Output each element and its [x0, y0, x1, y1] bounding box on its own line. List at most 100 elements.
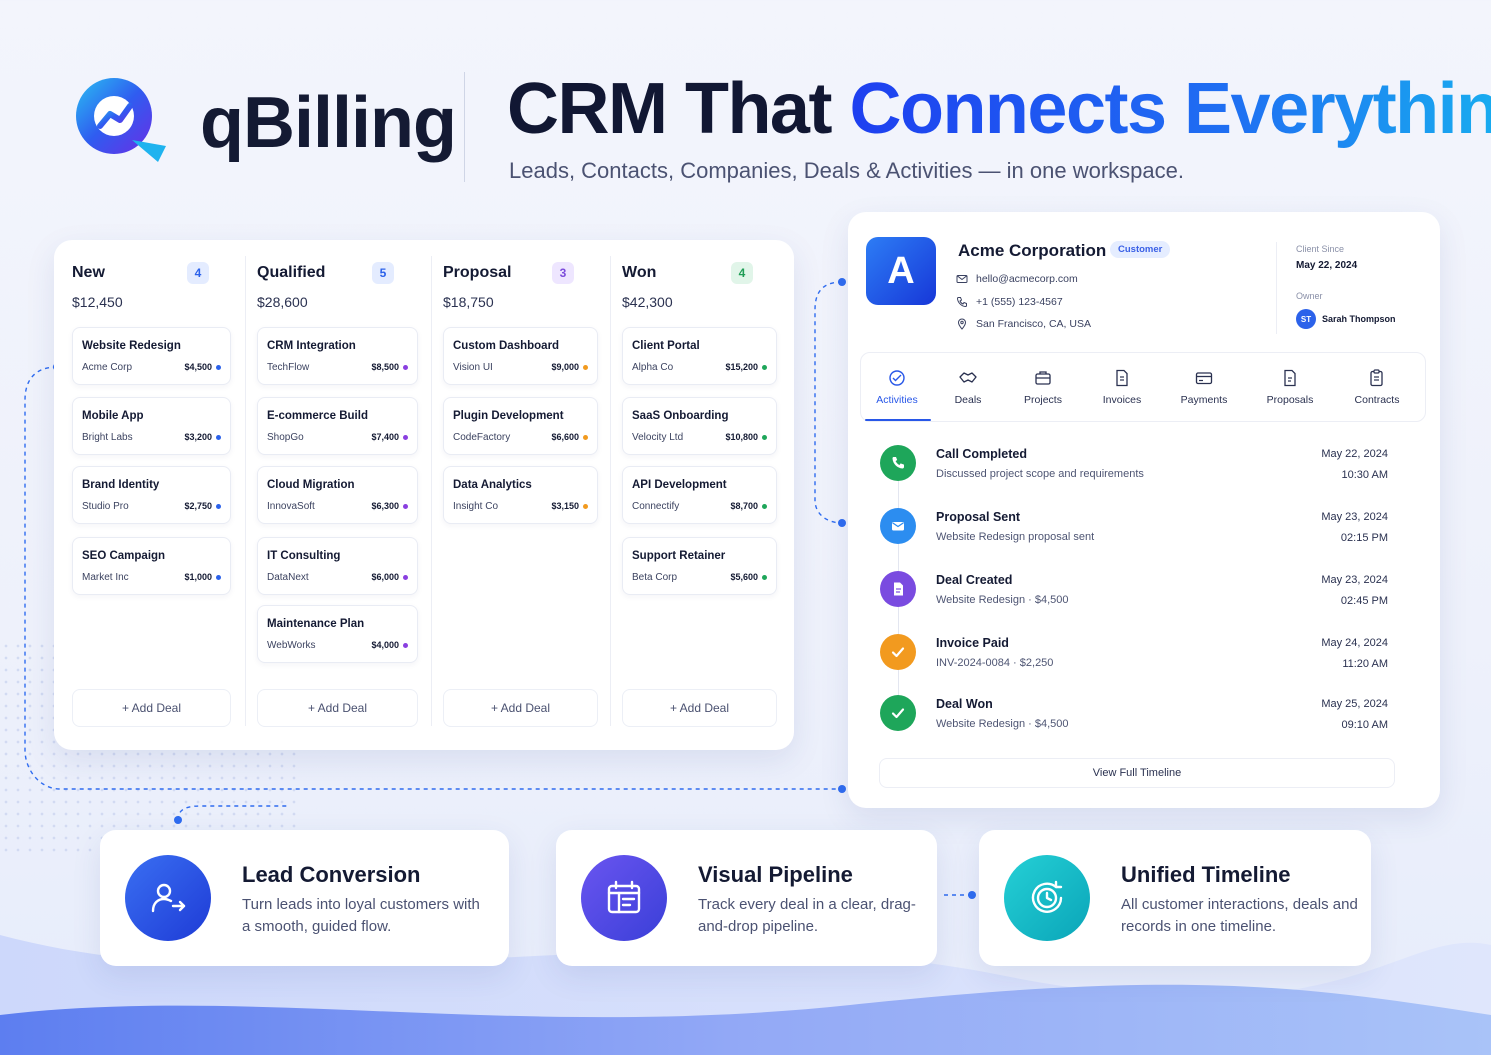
deal-amount: $15,200 — [725, 362, 758, 372]
deal-card[interactable]: E-commerce Build ShopGo $7,400 — [257, 397, 418, 455]
deal-company: Vision UI — [453, 362, 493, 373]
deal-card[interactable]: API Development Connectify $8,700 — [622, 466, 777, 524]
deal-card[interactable]: Custom Dashboard Vision UI $9,000 — [443, 327, 598, 385]
tab-activities[interactable]: Activities — [859, 353, 935, 421]
page-subline: Leads, Contacts, Companies, Deals & Acti… — [509, 158, 1184, 183]
activity-time: 09:10 AM — [1341, 719, 1388, 731]
check-icon — [880, 695, 916, 731]
deal-amount: $10,800 — [725, 432, 758, 442]
phone-text: +1 (555) 123-4567 — [976, 296, 1063, 308]
customer-status-badge: Customer — [1110, 241, 1171, 258]
deal-amount: $6,000 — [371, 572, 399, 582]
tab-contracts[interactable]: Contracts — [1339, 353, 1415, 421]
phone-icon — [956, 297, 967, 308]
deal-amount: $6,300 — [371, 501, 399, 511]
column-separator — [431, 256, 432, 726]
contract-icon — [1370, 369, 1383, 387]
avatar: ST — [1296, 309, 1316, 329]
pipeline-column-won: Won $42,300 4 Client Portal Alpha Co $15… — [622, 256, 777, 736]
deal-status-dot — [583, 504, 588, 509]
deal-amount: $8,500 — [371, 362, 399, 372]
add-deal-button[interactable]: + Add Deal — [257, 689, 418, 727]
column-separator — [610, 256, 611, 726]
deal-card[interactable]: Website Redesign Acme Corp $4,500 — [72, 327, 231, 385]
mail-icon — [880, 508, 916, 544]
activity-date: May 23, 2024 — [1321, 511, 1388, 523]
activity-item[interactable]: Call Completed Discussed project scope a… — [880, 445, 1400, 495]
deal-status-dot — [583, 365, 588, 370]
activity-date: May 25, 2024 — [1321, 698, 1388, 710]
deal-card[interactable]: Support Retainer Beta Corp $5,600 — [622, 537, 777, 595]
handshake-icon — [959, 372, 977, 383]
deal-title: Cloud Migration — [267, 479, 355, 491]
deal-title: Support Retainer — [632, 550, 726, 562]
deal-card[interactable]: IT Consulting DataNext $6,000 — [257, 537, 418, 595]
deal-title: Brand Identity — [82, 479, 160, 491]
tab-label: Proposals — [1266, 394, 1314, 406]
activity-desc: INV-2024-0084 · $2,250 — [936, 657, 1054, 669]
tab-payments[interactable]: Payments — [1166, 353, 1242, 421]
tab-deals[interactable]: Deals — [930, 353, 1006, 421]
activity-time: 10:30 AM — [1341, 469, 1388, 481]
pipeline-column-proposal: Proposal $18,750 3 Custom Dashboard Visi… — [443, 256, 598, 736]
add-deal-button[interactable]: + Add Deal — [622, 689, 777, 727]
deal-card[interactable]: SEO Campaign Market Inc $1,000 — [72, 537, 231, 595]
feature-desc: Track every deal in a clear, drag-and-dr… — [698, 896, 916, 935]
deal-title: SaaS Onboarding — [632, 410, 729, 422]
activity-item[interactable]: Deal Created Website Redesign · $4,500 M… — [880, 571, 1400, 621]
activity-time: 11:20 AM — [1342, 658, 1388, 670]
deal-card[interactable]: Data Analytics Insight Co $3,150 — [443, 466, 598, 524]
column-count-badge: 3 — [552, 262, 574, 284]
invoice-icon — [1116, 369, 1128, 387]
tab-invoices[interactable]: Invoices — [1084, 353, 1160, 421]
activity-item[interactable]: Proposal Sent Website Redesign proposal … — [880, 508, 1400, 558]
view-full-timeline-button[interactable]: View Full Timeline — [879, 758, 1395, 788]
brand-name: qBilling — [200, 83, 457, 163]
deal-card[interactable]: Client Portal Alpha Co $15,200 — [622, 327, 777, 385]
deal-company: Alpha Co — [632, 362, 674, 373]
deal-card[interactable]: SaaS Onboarding Velocity Ltd $10,800 — [622, 397, 777, 455]
pipeline-column-new: New $12,450 4 Website Redesign Acme Corp… — [72, 256, 231, 736]
deal-amount: $6,600 — [551, 432, 579, 442]
column-count-badge: 5 — [372, 262, 394, 284]
deal-card[interactable]: Mobile App Bright Labs $3,200 — [72, 397, 231, 455]
deal-card[interactable]: Maintenance Plan WebWorks $4,000 — [257, 605, 418, 663]
activity-item[interactable]: Deal Won Website Redesign · $4,500 May 2… — [880, 695, 1400, 745]
client-since-value: May 22, 2024 — [1296, 260, 1358, 271]
deal-company: Beta Corp — [632, 572, 678, 583]
deal-card[interactable]: CRM Integration TechFlow $8,500 — [257, 327, 418, 385]
activity-item[interactable]: Invoice Paid INV-2024-0084 · $2,250 May … — [880, 634, 1400, 684]
deal-amount: $2,750 — [184, 501, 212, 511]
deal-card[interactable]: Brand Identity Studio Pro $2,750 — [72, 466, 231, 524]
add-deal-button[interactable]: + Add Deal — [72, 689, 231, 727]
deal-title: Client Portal — [632, 340, 700, 352]
deal-status-dot — [403, 575, 408, 580]
company-name[interactable]: Acme Corporation — [958, 241, 1107, 260]
phone-icon — [880, 445, 916, 481]
deal-amount: $3,200 — [184, 432, 212, 442]
deal-card[interactable]: Plugin Development CodeFactory $6,600 — [443, 397, 598, 455]
deal-card[interactable]: Cloud Migration InnovaSoft $6,300 — [257, 466, 418, 524]
owner[interactable]: ST Sarah Thompson — [1296, 309, 1396, 329]
clock-icon — [1004, 855, 1090, 941]
column-count-badge: 4 — [187, 262, 209, 284]
activity-date: May 22, 2024 — [1321, 448, 1388, 460]
location-pin-icon — [957, 318, 967, 330]
deal-status-dot — [403, 504, 408, 509]
feature-title: Unified Timeline — [1121, 862, 1291, 887]
deal-title: Maintenance Plan — [267, 618, 365, 630]
deal-title: Website Redesign — [82, 340, 181, 352]
tab-projects[interactable]: Projects — [1005, 353, 1081, 421]
contact-location: San Francisco, CA, USA — [956, 318, 1091, 330]
contact-phone[interactable]: +1 (555) 123-4567 — [956, 296, 1063, 308]
deal-company: WebWorks — [267, 640, 316, 651]
info-divider — [1276, 242, 1277, 334]
tab-label: Activities — [876, 394, 918, 406]
contact-email[interactable]: hello@acmecorp.com — [956, 273, 1078, 285]
deal-status-dot — [762, 504, 767, 509]
tab-proposals[interactable]: Proposals — [1252, 353, 1328, 421]
deal-status-dot — [762, 575, 767, 580]
activity-date: May 23, 2024 — [1321, 574, 1388, 586]
add-deal-button[interactable]: + Add Deal — [443, 689, 598, 727]
deal-company: TechFlow — [267, 362, 310, 373]
